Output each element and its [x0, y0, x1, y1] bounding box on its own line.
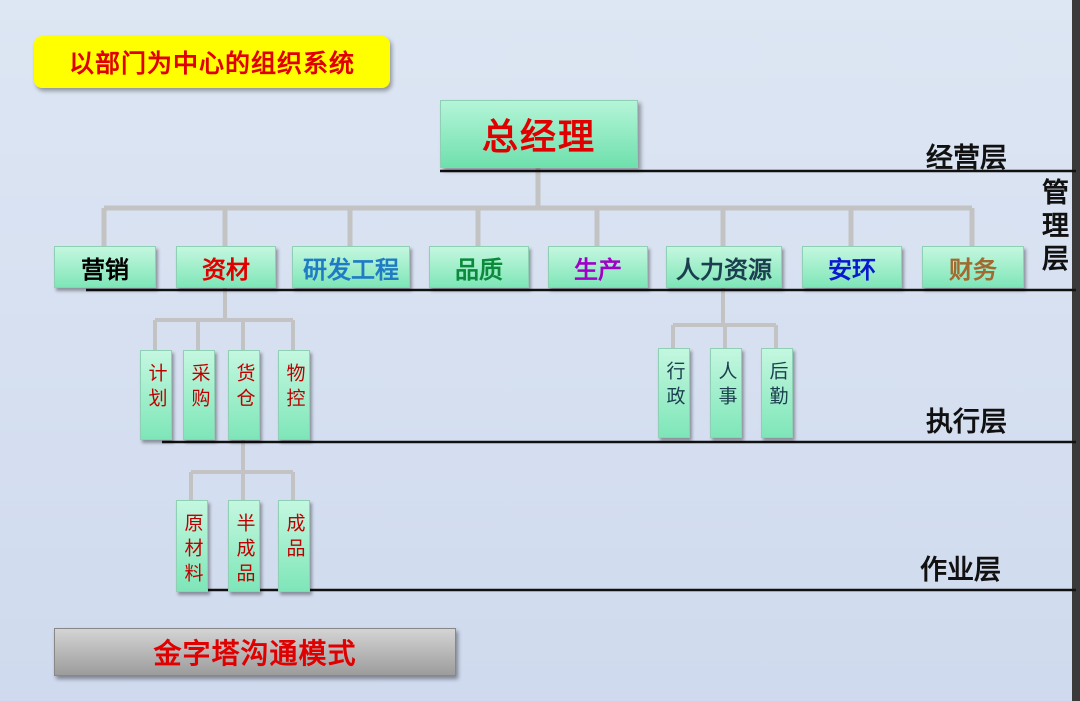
materials-unit-box: 货仓: [228, 350, 260, 440]
materials-unit-box-label: 采购: [188, 363, 211, 413]
hr-unit-box: 行政: [658, 348, 690, 438]
materials-unit-box: 物控: [278, 350, 310, 440]
hr-unit-box-label: 人事: [715, 361, 738, 411]
department-box: 财务: [922, 246, 1024, 288]
warehouse-unit-box: 半成品: [228, 500, 260, 592]
department-box: 营销: [54, 246, 156, 288]
right-edge-bar: [1072, 0, 1080, 701]
warehouse-unit-box-label: 原材料: [181, 513, 204, 588]
department-box: 研发工程: [292, 246, 410, 288]
department-box: 生产: [548, 246, 648, 288]
materials-unit-box-label: 物控: [283, 363, 306, 413]
department-box: 品质: [429, 246, 529, 288]
department-box: 人力资源: [666, 246, 782, 288]
layer-label-management: 管理层: [1037, 178, 1068, 277]
hr-unit-box-label: 行政: [663, 361, 686, 411]
pyramid-communication-box: 金字塔沟通模式: [54, 628, 456, 676]
hr-unit-box: 后勤: [761, 348, 793, 438]
department-box: 资材: [176, 246, 276, 288]
layer-label-execution: 执行层: [926, 407, 1007, 438]
materials-unit-box: 采购: [183, 350, 215, 440]
warehouse-unit-box-label: 成品: [283, 513, 306, 563]
layer-label-operation: 作业层: [920, 555, 1001, 586]
warehouse-unit-box: 原材料: [176, 500, 208, 592]
materials-unit-box-label: 计划: [145, 363, 168, 413]
warehouse-unit-box: 成品: [278, 500, 310, 592]
department-box: 安环: [802, 246, 902, 288]
page-title: 以部门为中心的组织系统: [34, 36, 390, 88]
layer-label-operating: 经营层: [926, 143, 1007, 174]
general-manager-box: 总经理: [440, 100, 638, 168]
materials-unit-box: 计划: [140, 350, 172, 440]
hr-unit-box-label: 后勤: [766, 361, 789, 411]
materials-unit-box-label: 货仓: [233, 363, 256, 413]
warehouse-unit-box-label: 半成品: [233, 513, 256, 588]
hr-unit-box: 人事: [710, 348, 742, 438]
